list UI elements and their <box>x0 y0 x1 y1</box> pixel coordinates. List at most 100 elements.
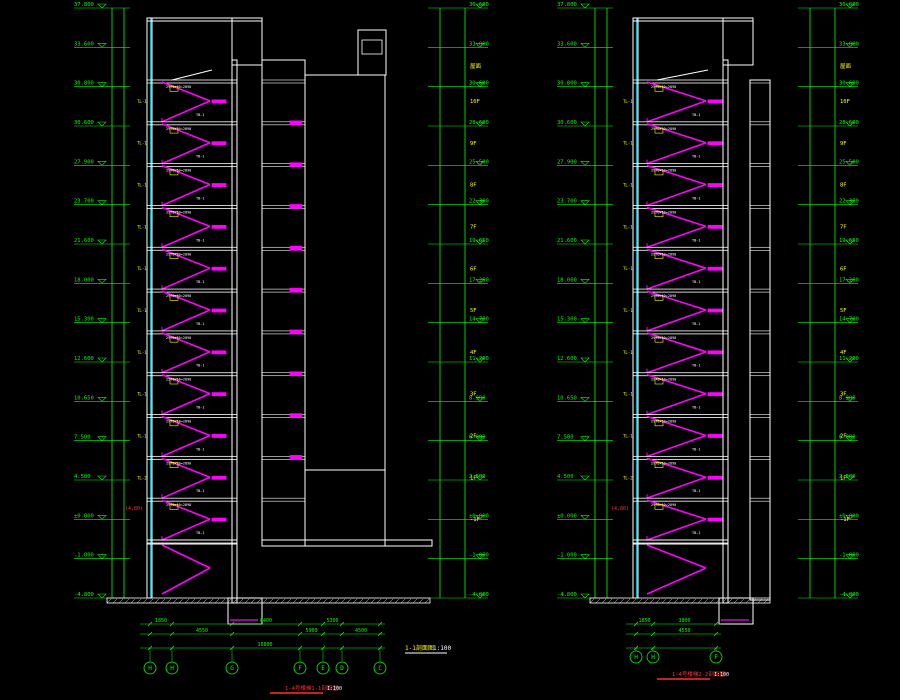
stair-landing-tag: TL-1 <box>137 308 147 313</box>
level-marker-icon <box>845 318 855 324</box>
ground-hatch <box>739 598 745 604</box>
dimension-tick <box>169 631 175 637</box>
floor-tag: 8F <box>470 183 477 189</box>
level-value: 23.700 <box>74 199 94 205</box>
window-mark <box>169 253 179 259</box>
stair-landing-tag: TL-1 <box>623 99 633 104</box>
level-marker-icon <box>845 43 855 48</box>
stair-flight <box>161 225 211 249</box>
floor-tag: 9F <box>470 141 477 147</box>
level-value: 21.600 <box>557 238 577 244</box>
level-marker-icon <box>97 279 107 284</box>
beam-mark: TB-1 <box>692 113 700 117</box>
stair-note: 2970×10=2890 <box>651 336 676 340</box>
stair-note: 2970×10=2890 <box>166 420 191 424</box>
ground-hatch <box>238 598 244 604</box>
ground-hatch <box>106 598 112 604</box>
window-mark <box>169 211 179 218</box>
beam-mark: TB-1 <box>692 155 700 159</box>
floor-slab <box>146 288 238 293</box>
dimension-tick <box>297 631 303 637</box>
beam-mark: TB-1 <box>196 531 204 535</box>
stair-landing <box>211 517 227 522</box>
ground-hatch <box>703 598 709 604</box>
stair-note: 2970×10=2890 <box>166 503 191 507</box>
level-value: 14.700 <box>469 317 489 323</box>
dimension-tick <box>377 621 383 627</box>
dimension-tick <box>229 621 235 627</box>
level-value: 12.600 <box>74 356 94 362</box>
dimension-tick <box>147 621 153 627</box>
stair-flight <box>161 267 211 290</box>
stair-flight <box>161 164 211 186</box>
adjacent-floor-slab <box>261 163 306 167</box>
adjacent-roof-unit <box>357 29 387 76</box>
bottom-dimension-value: 4550 <box>196 628 208 634</box>
level-value: 30.800 <box>557 81 577 87</box>
ground-hatch <box>691 598 697 604</box>
stair-landing <box>211 266 227 271</box>
level-marker-icon <box>475 515 485 520</box>
drawing-title: 1-4号楼梯1-1剖面图 <box>285 684 338 692</box>
floor-slab <box>632 414 729 418</box>
level-marker-icon <box>580 318 590 324</box>
ground-hatch <box>268 598 274 604</box>
stair-flight <box>646 332 707 353</box>
adjacent-floor-slab <box>749 414 771 418</box>
floor-slab <box>632 163 729 168</box>
level-value: 17.200 <box>839 277 859 283</box>
level-value: 33.600 <box>557 41 577 47</box>
adjacent-floor-slab <box>749 121 771 126</box>
dimension-tick <box>377 631 383 637</box>
ground-hatch <box>334 598 340 604</box>
stair-flight <box>646 248 707 269</box>
axis-bubble <box>316 661 330 675</box>
beam-mark: TB-1 <box>196 238 204 242</box>
stair-landing <box>211 434 227 438</box>
level-marker-icon <box>475 397 485 402</box>
adjacent-beam <box>289 120 303 126</box>
floor-tag: 10F <box>470 99 480 105</box>
stair-landing-tag: TL-2 <box>623 475 633 480</box>
floor-tag: -1F <box>840 517 850 523</box>
level-marker-icon <box>845 397 855 402</box>
level-value: 17.200 <box>469 277 489 283</box>
adjacent-building-frame <box>261 59 306 541</box>
floor-slab <box>632 246 729 251</box>
window-mark <box>654 85 664 92</box>
adjacent-beam <box>289 162 303 167</box>
stair-flight <box>161 183 211 207</box>
stair-landing <box>211 183 227 187</box>
section-scale: 1:100 <box>433 645 451 652</box>
level-value: 36.600 <box>469 2 489 8</box>
floor-slab <box>146 330 238 335</box>
level-marker-icon <box>97 82 107 88</box>
level-marker-icon <box>845 279 855 284</box>
ground-hatch <box>190 598 196 604</box>
level-marker-icon <box>845 82 855 88</box>
ground-hatch <box>589 598 595 604</box>
floor-tag: 1F <box>470 475 477 481</box>
floor-slab <box>146 121 238 126</box>
adjacent-floor-slab <box>261 497 306 502</box>
level-value: 25.500 <box>469 159 489 165</box>
axis-label: H <box>651 654 655 661</box>
beam-mark: TB-1 <box>196 196 204 200</box>
floor-tag: 8F <box>840 183 847 189</box>
stair-flight <box>646 392 707 416</box>
level-marker-icon <box>475 239 485 245</box>
axis-bubble <box>225 661 239 675</box>
ground-hatch <box>328 598 334 604</box>
axis-label: D <box>340 665 344 672</box>
ground-hatch <box>340 598 346 604</box>
bottom-dimension-value: 4500 <box>355 628 367 634</box>
level-value: 11.200 <box>469 356 489 362</box>
level-marker-icon <box>580 239 590 245</box>
stair-flight <box>646 415 707 437</box>
level-marker-icon <box>97 515 107 520</box>
level-value: 28.600 <box>839 120 859 126</box>
stair-landing <box>707 434 723 438</box>
stair-note: 2970×10=2890 <box>166 85 191 89</box>
level-marker-icon <box>97 318 107 324</box>
bottom-dimension-value: 4550 <box>678 628 690 634</box>
